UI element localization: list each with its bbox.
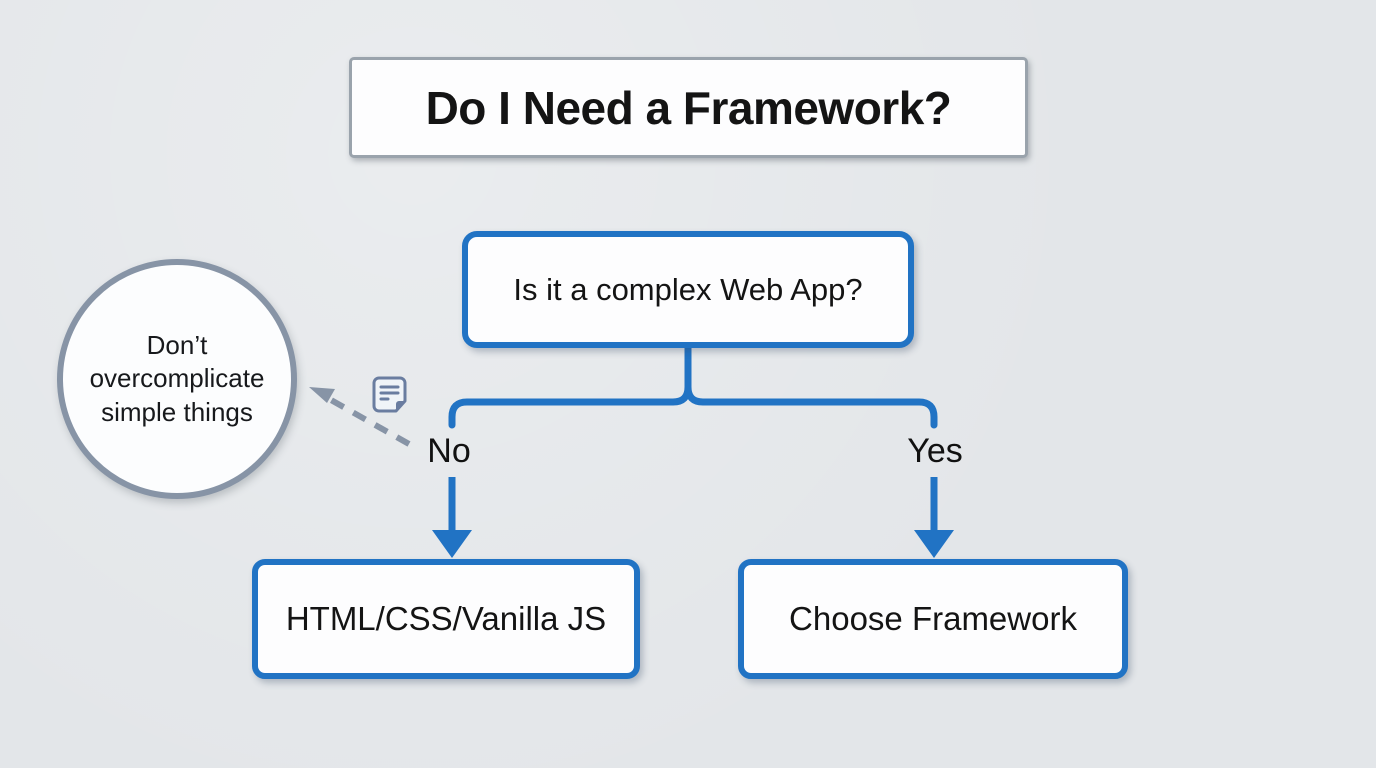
diagram-title: Do I Need a Framework?	[349, 57, 1028, 158]
branch-label-yes: Yes	[907, 432, 963, 470]
branch-label-no: No	[427, 432, 471, 470]
result-node-framework-text: Choose Framework	[789, 600, 1077, 637]
note-icon	[372, 376, 407, 413]
decision-node-text: Is it a complex Web App?	[513, 271, 863, 307]
annotation-line-2: overcomplicate	[89, 363, 265, 394]
annotation-line-3: simple things	[101, 396, 253, 427]
result-node-vanilla-text: HTML/CSS/Vanilla JS	[285, 600, 607, 637]
arrow-no-head	[432, 530, 472, 558]
result-node-framework: Choose Framework	[738, 559, 1128, 679]
decision-node: Is it a complex Web App?	[462, 231, 914, 348]
result-node-vanilla: HTML/CSS/Vanilla JS	[252, 559, 640, 679]
annotation-dashed-arrow-head	[309, 387, 335, 403]
annotation-bubble: Don’t overcomplicate simple things	[57, 259, 297, 499]
annotation-line-1: Don’t	[146, 330, 208, 361]
branch-connector-right	[684, 344, 938, 429]
branch-connector-left	[448, 344, 692, 429]
diagram-title-text: Do I Need a Framework?	[425, 81, 952, 134]
arrow-yes-head	[914, 530, 954, 558]
